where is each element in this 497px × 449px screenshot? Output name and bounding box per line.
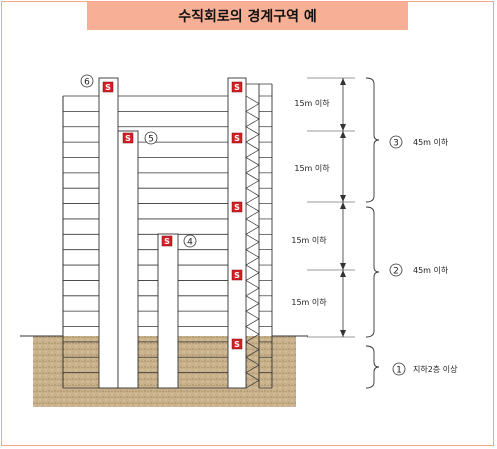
zone-callout-1: 1 지하2층 이상: [392, 362, 458, 376]
smoke-sensor-label: S: [125, 134, 131, 143]
shaft-callout-4: 4: [183, 234, 197, 248]
dimension-arrow: [340, 195, 346, 202]
zone-bracket-3: [365, 77, 380, 203]
building: S S S S S S S S: [62, 77, 273, 389]
smoke-sensor: [231, 81, 243, 93]
riser-shaft: [227, 77, 247, 389]
stair-chevron: [245, 218, 260, 235]
shaft-number-5: 5: [148, 135, 154, 145]
zone-number-1: 1: [396, 366, 402, 376]
stair-chevron: [245, 372, 260, 389]
stair-chevron: [245, 310, 260, 327]
stair-chevron: [245, 264, 260, 281]
shaft-number-4: 4: [187, 238, 193, 248]
smoke-sensor: [231, 269, 243, 281]
smoke-sensor-label: S: [234, 203, 240, 212]
stair-chevron: [245, 234, 260, 250]
span-label-1: 15m 이하: [294, 98, 330, 108]
zone-number-2: 2: [393, 267, 399, 277]
stair-chevron: [245, 341, 260, 358]
smoke-sensor-label: S: [164, 237, 170, 246]
shaft-number-6: 6: [84, 78, 90, 88]
smoke-sensor-label: S: [105, 83, 111, 92]
stair-chevron: [245, 295, 260, 312]
smoke-sensor-label: S: [234, 134, 240, 143]
dimension-arrow: [340, 124, 346, 131]
stair-chevron: [245, 172, 260, 189]
dimension-arrow: [340, 263, 346, 270]
dimension-arrow: [340, 78, 346, 85]
stair-chevron: [245, 141, 260, 158]
zone-label-2: 45m 이하: [413, 265, 449, 275]
zone-label-1: 지하2층 이상: [413, 364, 458, 374]
stair-chevron: [245, 356, 260, 373]
zone-callout-3: 3 45m 이하: [389, 135, 449, 149]
zone-bracket-2: [365, 206, 380, 338]
riser-shaft: [157, 233, 179, 389]
stair-chevron: [245, 203, 260, 220]
dimension-arrow: [340, 270, 346, 277]
stair-chevron: [245, 95, 260, 112]
shaft-callout-5: 5: [144, 131, 158, 145]
zone-label-3: 45m 이하: [413, 137, 449, 147]
stair-chevron: [245, 126, 260, 143]
smoke-sensor: [122, 132, 134, 144]
riser-shaft: [117, 130, 139, 389]
dimension-arrow: [340, 202, 346, 209]
zone-number-3: 3: [393, 139, 399, 149]
riser-shaft: [98, 77, 119, 389]
smoke-sensor: [231, 201, 243, 213]
stair-chevron: [245, 326, 260, 343]
dimension-arrow: [340, 131, 346, 138]
smoke-sensor-label: S: [234, 83, 240, 92]
smoke-sensor: [161, 235, 173, 247]
smoke-sensor: [231, 132, 243, 144]
title-text: 수직회로의 경계구역 예: [178, 9, 317, 25]
shaft-callout-6: 6: [80, 74, 94, 88]
smoke-sensor: [231, 338, 243, 350]
stair-chevron: [245, 280, 260, 297]
stair-chevron: [245, 111, 260, 128]
dimension-arrow: [340, 330, 346, 337]
stair-chevron: [245, 249, 260, 266]
smoke-sensor: [102, 81, 114, 93]
stair-chevron: [245, 187, 260, 204]
smoke-sensor-label: S: [234, 271, 240, 280]
smoke-sensor-label: S: [234, 340, 240, 349]
dimension-lines: [307, 77, 380, 389]
diagram-title: 수직회로의 경계구역 예: [87, 2, 408, 30]
span-label-3: 15m 이하: [291, 235, 327, 245]
span-label-4: 15m 이하: [291, 297, 327, 307]
zone-callout-2: 2 45m 이하: [389, 263, 449, 277]
span-label-2: 15m 이하: [294, 163, 330, 173]
zone-bracket-1: [365, 345, 380, 389]
stair-chevron: [245, 157, 260, 174]
